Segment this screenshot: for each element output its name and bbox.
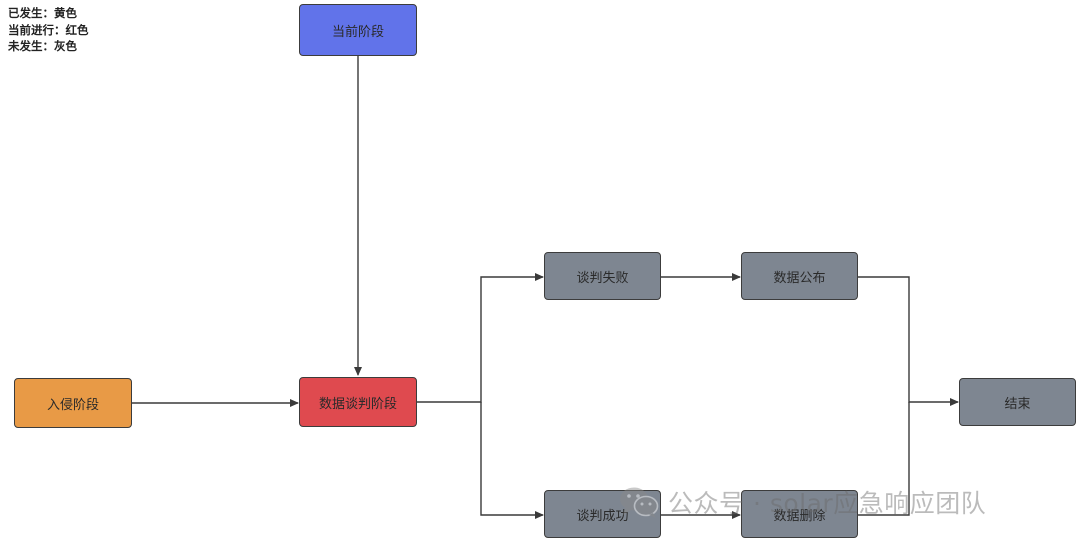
node-end[interactable]: 结束 [959,378,1076,426]
node-negotiation-failed-label: 谈判失败 [576,270,629,286]
node-current-stage[interactable]: 当前阶段 [299,4,417,56]
legend-not-occurred: 未发生：灰色 [8,39,77,53]
node-negotiation-stage[interactable]: 数据谈判阶段 [299,377,417,427]
node-data-published[interactable]: 数据公布 [741,252,858,300]
node-negotiation-failed[interactable]: 谈判失败 [544,252,661,300]
node-intrusion-stage-label: 入侵阶段 [46,397,99,413]
node-current-stage-label: 当前阶段 [331,24,384,40]
node-data-published-label: 数据公布 [773,270,826,286]
legend-in-progress: 当前进行：红色 [8,22,89,37]
node-end-label: 结束 [1004,396,1031,412]
node-negotiation-success-label: 谈判成功 [576,508,629,524]
edge-published-to-end [858,276,959,406]
node-data-deleted-label: 数据删除 [773,508,826,524]
edge-negotiation-to-success [480,402,544,519]
edge-deleted-to-end [858,402,910,516]
node-intrusion-stage[interactable]: 入侵阶段 [14,378,132,428]
node-negotiation-success[interactable]: 谈判成功 [544,490,661,538]
legend-occurred: 已发生：黄色 [8,6,77,20]
status-legend: 已发生：黄色 当前进行：红色 未发生：灰色 [8,5,89,55]
node-data-deleted[interactable]: 数据删除 [741,490,858,538]
edge-negotiation-to-failed [417,273,544,403]
node-negotiation-stage-label: 数据谈判阶段 [318,396,397,412]
